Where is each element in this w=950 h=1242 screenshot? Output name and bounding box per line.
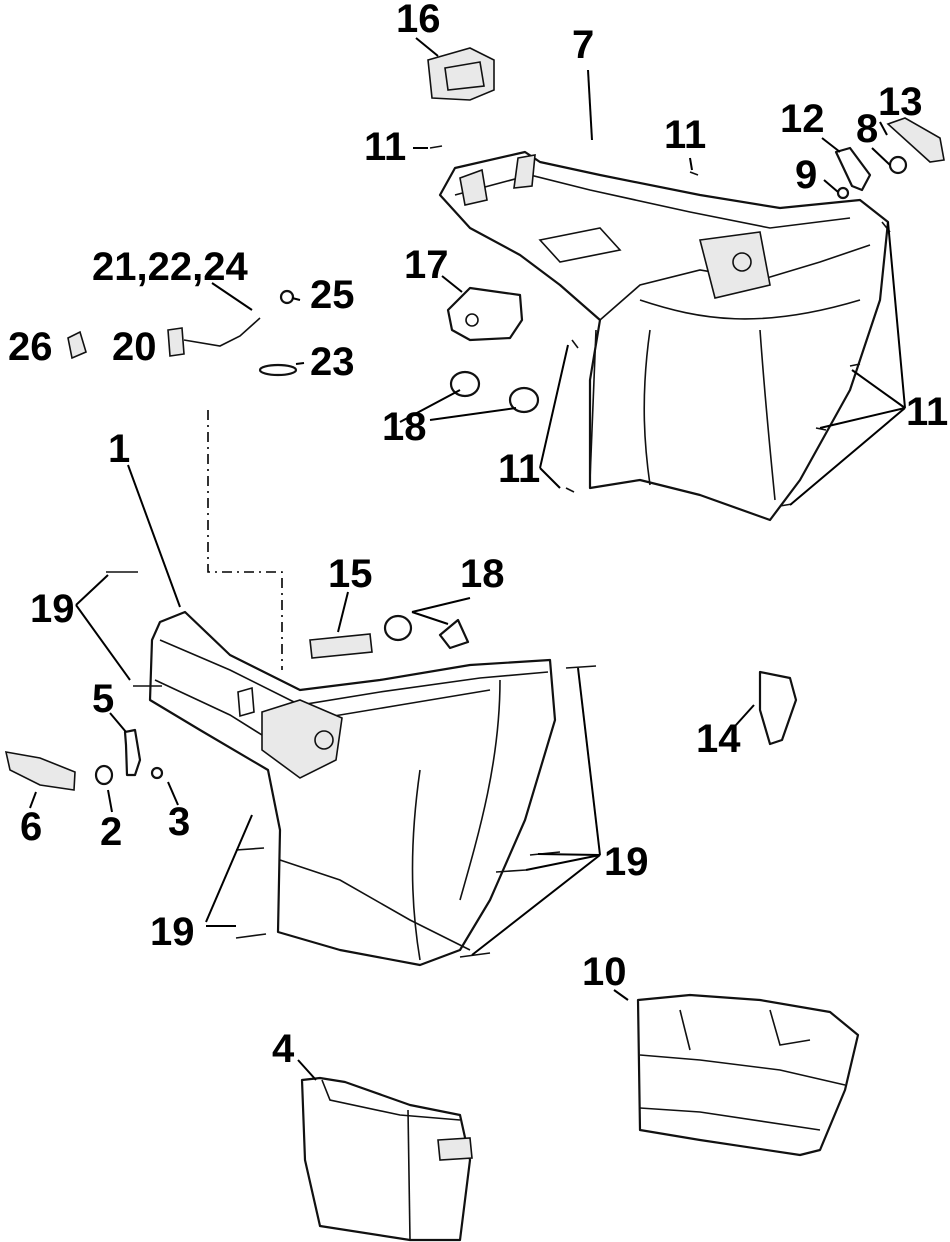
callout-19-left: 19	[30, 587, 75, 631]
part-23	[258, 363, 298, 377]
leader-lines	[29, 37, 906, 1081]
callout-18-lower: 18	[460, 552, 505, 596]
part-13-arm	[886, 117, 945, 163]
part-10-panel	[636, 993, 860, 1157]
callout-18-upper: 18	[382, 405, 427, 449]
callout-16: 16	[396, 0, 441, 41]
callout-11-mid: 11	[498, 447, 540, 491]
part-18-grommets-lower	[383, 614, 470, 650]
part-8-washer	[888, 155, 908, 175]
callout-15: 15	[328, 552, 373, 596]
callout-25: 25	[310, 273, 355, 317]
callout-11-right: 11	[906, 390, 948, 434]
callout-23: 23	[310, 340, 355, 384]
callout-17: 17	[404, 243, 449, 287]
callout-14: 14	[696, 717, 741, 761]
part-1-lower-cowl	[148, 610, 557, 967]
assembly-line	[207, 410, 283, 670]
part-5-link	[123, 728, 142, 777]
callout-20: 20	[112, 325, 157, 369]
callout-5: 5	[92, 677, 114, 721]
callout-1: 1	[108, 427, 130, 471]
callout-8: 8	[856, 107, 878, 151]
part-2-washer	[94, 764, 114, 786]
callout-19-right: 19	[604, 840, 649, 884]
callout-6: 6	[20, 805, 42, 849]
part-15	[309, 633, 373, 659]
callout-7: 7	[572, 23, 594, 67]
part-16	[427, 47, 495, 101]
part-7-upper-cowl	[438, 150, 890, 522]
callout-13: 13	[878, 80, 923, 124]
part-6	[4, 751, 76, 791]
part-14	[758, 670, 798, 746]
callout-4: 4	[272, 1027, 295, 1071]
callout-12: 12	[780, 97, 825, 141]
callout-2: 2	[100, 810, 122, 854]
callout-9: 9	[795, 153, 817, 197]
callout-19-bottom: 19	[150, 910, 195, 954]
part-9-screw	[836, 186, 850, 200]
part-17	[446, 286, 524, 342]
callout-3: 3	[168, 800, 190, 844]
part-25	[279, 289, 295, 305]
callouts: 16 7 11 11 12 13 8 9 21,22,24 25 26 20 2…	[8, 0, 948, 1071]
part-12-bracket	[834, 146, 872, 192]
callout-26: 26	[8, 325, 53, 369]
callout-11-top-left: 11	[364, 125, 406, 169]
part-20-harness	[167, 317, 261, 357]
part-3-clip	[150, 766, 164, 780]
callout-10: 10	[582, 950, 627, 994]
callout-21-22-24: 21,22,24	[92, 245, 248, 289]
callout-11-top: 11	[664, 113, 706, 157]
part-26	[67, 330, 87, 360]
part-18-grommets-upper	[449, 370, 540, 414]
part-4-panel	[300, 1076, 473, 1242]
